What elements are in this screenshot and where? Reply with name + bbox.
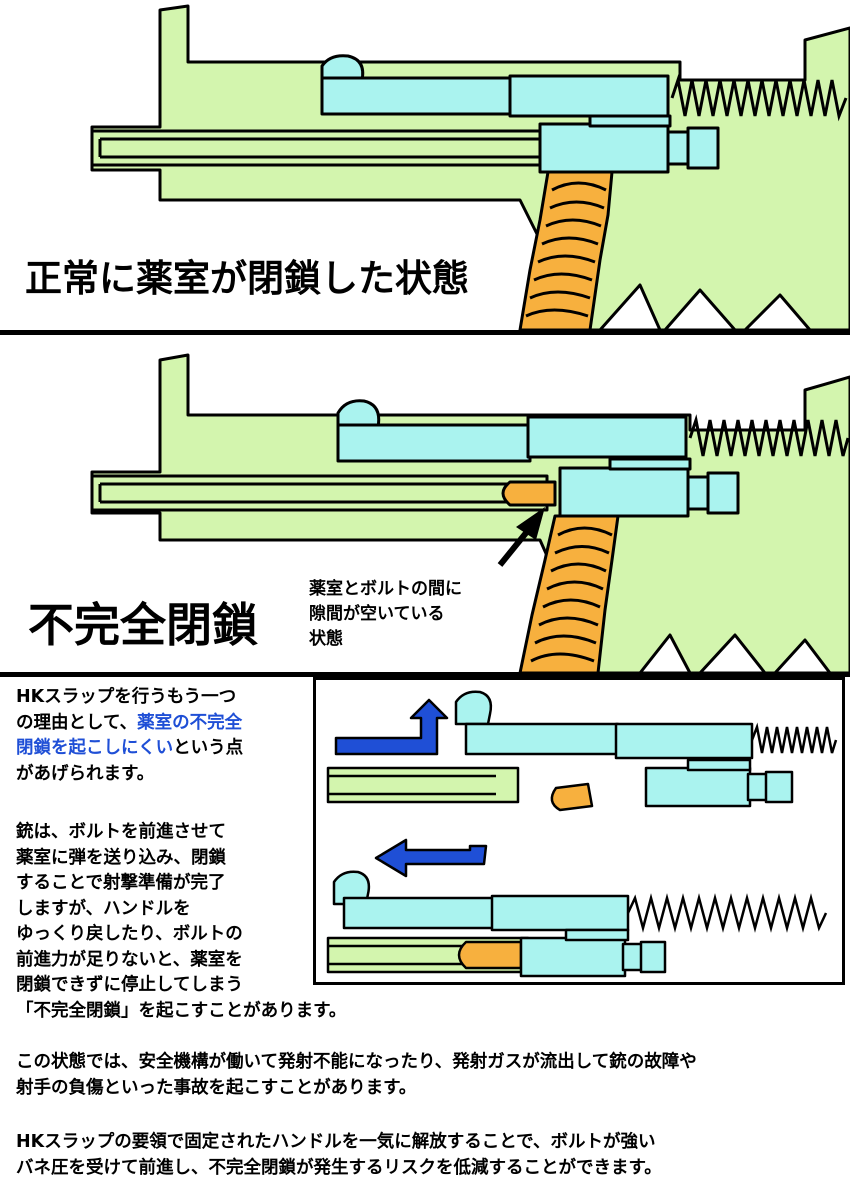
charging-handle-knob [332, 870, 371, 906]
callout-line: 状態 [309, 629, 343, 649]
text-line: しますが、ハンドルを [16, 898, 191, 919]
panel-normal-lockup: 正常に薬室が閉鎖した状態 [0, 0, 850, 330]
intro-line: 閉鎖を起こしにくいという点 [16, 736, 243, 762]
callout-line: 薬室とボルトの間に [309, 579, 462, 599]
cartridge-chambered [457, 940, 523, 970]
text-line: 薬室に弾を送り込み、閉鎖 [16, 847, 226, 868]
cartridge-loose [550, 782, 594, 812]
barrel [90, 129, 544, 167]
callout-arrowhead [516, 507, 545, 540]
hk-slap-inset-diagram [326, 690, 838, 978]
charging-handle-tube [336, 423, 532, 463]
text-line: この状態では、安全機構が働いて発射不能になったり、発射ガスが流出して銃の故障や [16, 1052, 697, 1072]
bolt [519, 936, 627, 978]
bolt [644, 766, 752, 808]
text-line: 閉鎖できずに停止してしまう [16, 975, 243, 995]
text-run: という点 [173, 738, 244, 758]
paragraph-mechanism: 銃は、ボルトを前進させて 薬室に弾を送り込み、閉鎖 することで射撃準備が完了 し… [16, 820, 346, 1024]
blue-arrow-up [334, 698, 449, 756]
highlight-run: 薬室の不完全 [137, 712, 243, 733]
normal-lockup-diagram [90, 4, 850, 330]
barrel [90, 474, 549, 512]
paragraph-solution: HKスラップの要領で固定されたハンドルを一気に解放することで、ボルトが強い バネ… [16, 1130, 662, 1181]
text-line: することで射撃準備が完了 [16, 873, 226, 893]
cartridge [501, 480, 557, 507]
incomplete-lockup-diagram [90, 353, 850, 673]
text-line: HKスラップの要領で固定されたハンドルを一気に解放することで、ボルトが強い [16, 1132, 656, 1152]
intro-line: HKスラップを行うもう一つ [16, 685, 243, 711]
divider-top [0, 330, 850, 335]
paragraph-danger: この状態では、安全機構が働いて発射不能になったり、発射ガスが流出して銃の故障や … [16, 1050, 697, 1101]
magazine [518, 514, 620, 673]
bolt [558, 466, 690, 518]
callout-line: 隙間が空いている [309, 604, 445, 624]
text-run: があげられます。 [16, 763, 155, 784]
text-run: の理由として、 [16, 712, 138, 733]
recoil-spring-lower [626, 893, 828, 933]
intro-line: があげられます。 [16, 762, 243, 788]
callout-arrow [497, 526, 533, 567]
bolt [538, 122, 670, 174]
charging-handle-tube [342, 896, 496, 930]
barrel-upper [326, 766, 520, 804]
text-line: 「不完全閉鎖」を起こすことがあります。 [16, 1000, 347, 1021]
text-run: HKスラップを行うもう一つ [16, 687, 237, 707]
recoil-spring [670, 74, 848, 122]
text-line: ゆっくり戻したり、ボルトの [16, 924, 243, 944]
intro-paragraph: HKスラップを行うもう一つ の理由として、薬室の不完全 閉鎖を起こしにくいという… [16, 685, 243, 787]
text-line: 銃は、ボルトを前進させて [16, 822, 226, 842]
recoil-spring [688, 414, 850, 457]
text-line: 射手の負傷といった事故を起こすことがあります。 [16, 1077, 417, 1098]
blue-arrow-left [374, 838, 488, 878]
hk-slap-inset [313, 677, 845, 985]
callout-note: 薬室とボルトの間に 隙間が空いている 状態 [309, 577, 462, 652]
caption-incomplete-lockup: 不完全閉鎖 [28, 598, 258, 652]
caption-normal-lockup: 正常に薬室が閉鎖した状態 [25, 257, 469, 300]
text-line: 前進力が足りないと、薬室を [16, 949, 243, 970]
panel-incomplete-lockup: 不完全閉鎖 薬室とボルトの間に 隙間が空いている 状態 [0, 335, 850, 673]
charging-handle-knob [454, 690, 493, 726]
intro-line: の理由として、薬室の不完全 [16, 711, 243, 737]
divider-middle [0, 672, 850, 677]
charging-handle-tube [464, 722, 620, 756]
magazine [518, 170, 614, 330]
text-line: バネ圧を受けて前進し、不完全閉鎖が発生するリスクを低減することができます。 [16, 1157, 662, 1178]
recoil-spring-upper [750, 722, 838, 754]
highlight-run: 閉鎖を起こしにくい [16, 738, 174, 758]
charging-handle-tube [320, 76, 514, 116]
